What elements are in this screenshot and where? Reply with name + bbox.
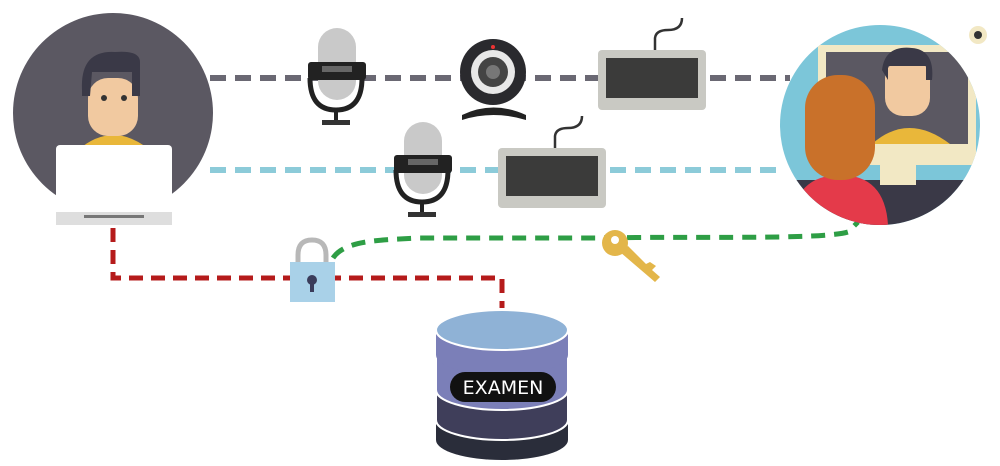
microphone-icon	[307, 28, 366, 125]
keyboard-icon	[598, 17, 706, 110]
key-icon	[602, 230, 660, 282]
keyboard-icon	[498, 115, 606, 208]
microphone-icon	[393, 122, 452, 217]
lock-icon	[290, 237, 335, 302]
database-icon: EXAMEN	[435, 309, 569, 460]
student-laptop-icon	[13, 13, 213, 225]
database-label: EXAMEN	[463, 377, 544, 399]
proctor-monitor-icon	[780, 25, 987, 225]
key-connection-line	[330, 220, 860, 260]
webcam-icon	[460, 39, 526, 120]
